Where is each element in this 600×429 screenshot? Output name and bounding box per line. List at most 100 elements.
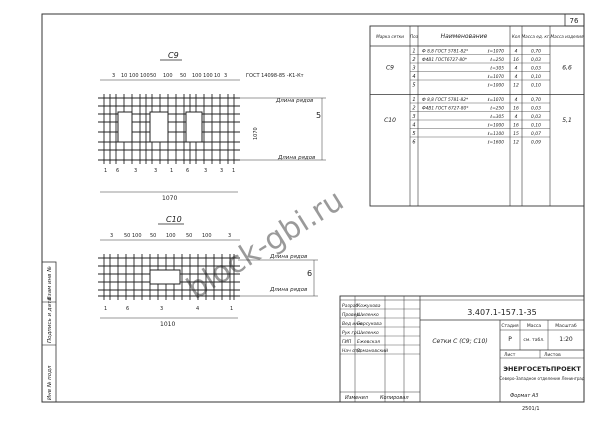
c9-side-dim: 5 bbox=[316, 111, 321, 120]
spec-cell: 15 bbox=[513, 131, 519, 137]
spec-cell: ℓ=250 bbox=[489, 106, 504, 112]
c10-side-dim: 6 bbox=[307, 269, 312, 278]
spec-cell: ℓ=1600 bbox=[487, 140, 505, 146]
spec-cell: ℓ=1000 bbox=[487, 83, 505, 89]
c10-label-upper: Длина рядов bbox=[269, 254, 307, 260]
mesh-opening bbox=[117, 111, 133, 143]
spec-cell: 3 bbox=[412, 66, 415, 72]
c9-title: С9 bbox=[168, 51, 179, 60]
org-name: ЭНЕРГОСЕТЬПРОЕКТ bbox=[503, 365, 581, 373]
spec-cell: 16 bbox=[513, 123, 519, 129]
c9-bottom-dim: 6 bbox=[186, 168, 189, 174]
spec-cell: 4 bbox=[412, 123, 415, 129]
format-label: Формат А3 bbox=[510, 393, 538, 399]
c9-gost-note: ГОСТ 14098-85 -К1-Кт bbox=[246, 73, 304, 79]
spec-cell: 4 bbox=[515, 114, 518, 120]
title-code: 3.407.1-157.1-35 bbox=[467, 308, 536, 317]
c9-top-dim: 50 bbox=[180, 73, 186, 79]
spec-cell: Ф 8,8 ГОСТ 5781-82* bbox=[422, 97, 469, 103]
spec-cell: Ф 8,8 ГОСТ 5781-82* bbox=[422, 49, 469, 55]
c10-bottom-dim: 4 bbox=[196, 306, 199, 312]
spec-cell: 1 bbox=[412, 97, 415, 103]
footer-code: 2501/1 bbox=[522, 406, 540, 412]
c9-label-upper: Длина рядов bbox=[275, 98, 313, 104]
c10-overall-length: 1010 bbox=[160, 321, 175, 328]
signature-role: Разраб bbox=[342, 303, 358, 309]
spec-cell: 2 bbox=[412, 57, 415, 63]
mass-header: Масса bbox=[527, 323, 542, 329]
spec-cell: 12 bbox=[513, 83, 519, 89]
signature-name: Ежевская bbox=[357, 339, 380, 345]
spec-cell: 0,03 bbox=[531, 57, 541, 63]
c10-top-dim: 50 bbox=[186, 233, 192, 239]
c10-bottom-dim: 1 bbox=[104, 306, 107, 312]
spec-cell: 1 bbox=[412, 49, 415, 55]
c10-top-dim: 100 bbox=[166, 233, 176, 239]
title-name: Сетки С (С9; С10) bbox=[432, 338, 487, 345]
c10-bottom-dim: 1 bbox=[230, 306, 233, 312]
spec-header: Марка сетки bbox=[376, 34, 404, 39]
signature-name: Шиленко bbox=[357, 330, 379, 336]
spec-cell: 12 bbox=[513, 140, 519, 146]
c9-mesh bbox=[98, 94, 240, 164]
signature-name: Кожухова bbox=[357, 303, 381, 309]
spec-mark: С10 bbox=[384, 117, 396, 124]
scale-value: 1:20 bbox=[559, 336, 573, 343]
signature-role: Рук гр bbox=[342, 330, 357, 336]
c9-top-dim: 10 100 100 bbox=[121, 73, 150, 79]
stage-value: Р bbox=[508, 336, 512, 343]
spec-cell: 0,03 bbox=[531, 66, 541, 72]
spec-cell: 6 bbox=[412, 140, 415, 146]
spec-cell: 0,03 bbox=[531, 114, 541, 120]
org-sub: Северо-Западное отделение Ленинград bbox=[499, 376, 585, 381]
c9-label-lower: Длина рядов bbox=[277, 155, 315, 161]
mesh-opening bbox=[149, 269, 181, 285]
c10-top-dim: 100 bbox=[202, 233, 212, 239]
signature-name: Романовский bbox=[357, 348, 388, 354]
spec-cell: 0,07 bbox=[531, 131, 541, 137]
spec-cell: 4 bbox=[515, 74, 518, 80]
c9-bottom-dim: 1 bbox=[170, 168, 173, 174]
c9-bottom-dims: 1 6 3 3 1 6 3 3 1 bbox=[104, 168, 235, 174]
sheets-label: Листов bbox=[544, 352, 561, 358]
c10-top-dims: 3 50 100 50 100 50 100 3 bbox=[110, 233, 231, 239]
c9-top-dims: 3 10 100 100 50 100 50 100 100 10 3 bbox=[112, 73, 227, 79]
signature-role: Нач отд bbox=[342, 348, 361, 354]
c9-bottom-dim: 1 bbox=[232, 168, 235, 174]
rotated-label-sign: Подпись и дата bbox=[47, 297, 53, 343]
spec-cell: 0,70 bbox=[531, 97, 541, 103]
drawing-c9: С9 3 10 100 100 50 100 50 100 100 10 3 Г… bbox=[98, 51, 326, 202]
c9-top-dim: 3 bbox=[224, 73, 227, 79]
watermark: block-gbi.ru bbox=[181, 183, 350, 307]
spec-header: Масса изделия bbox=[550, 34, 583, 39]
spec-cell: 16 bbox=[513, 106, 519, 112]
c10-top-dim: 3 bbox=[110, 233, 113, 239]
stage-header: Стадия bbox=[501, 323, 519, 329]
spec-cell: ℓ=1070 bbox=[487, 49, 505, 55]
spec-cell: 0,10 bbox=[531, 74, 541, 80]
signature-name: Шиленко bbox=[357, 312, 379, 318]
c10-top-dim: 3 bbox=[228, 233, 231, 239]
c10-label-lower: Длина рядов bbox=[269, 287, 307, 293]
spec-cell: 4 bbox=[515, 49, 518, 55]
c9-top-dim: 50 bbox=[150, 73, 156, 79]
spec-header: Поз bbox=[410, 34, 419, 39]
spec-cell: 16 bbox=[513, 57, 519, 63]
c9-top-dim: 3 bbox=[112, 73, 115, 79]
spec-cell: 0,03 bbox=[531, 106, 541, 112]
spec-cell: ℓ=305 bbox=[489, 66, 504, 72]
spec-total-mass: 5,1 bbox=[562, 117, 572, 124]
rotated-label-replace: Взам инв № bbox=[47, 266, 53, 300]
c10-title: С10 bbox=[166, 215, 182, 224]
spec-cell: 2 bbox=[412, 106, 415, 112]
c9-bottom-dim: 3 bbox=[220, 168, 223, 174]
mesh-opening bbox=[149, 111, 169, 143]
signature-role: Вед инж bbox=[342, 321, 363, 327]
left-stamp-strip: Инв № подл Подпись и дата Взам инв № bbox=[41, 261, 57, 403]
signature-role: ГИП bbox=[342, 339, 352, 345]
mass-value: см. табл. bbox=[523, 337, 544, 343]
spec-cell: Ф4В1 ГОСТ 6727-80* bbox=[422, 106, 469, 112]
spec-mark: С9 bbox=[386, 64, 394, 71]
